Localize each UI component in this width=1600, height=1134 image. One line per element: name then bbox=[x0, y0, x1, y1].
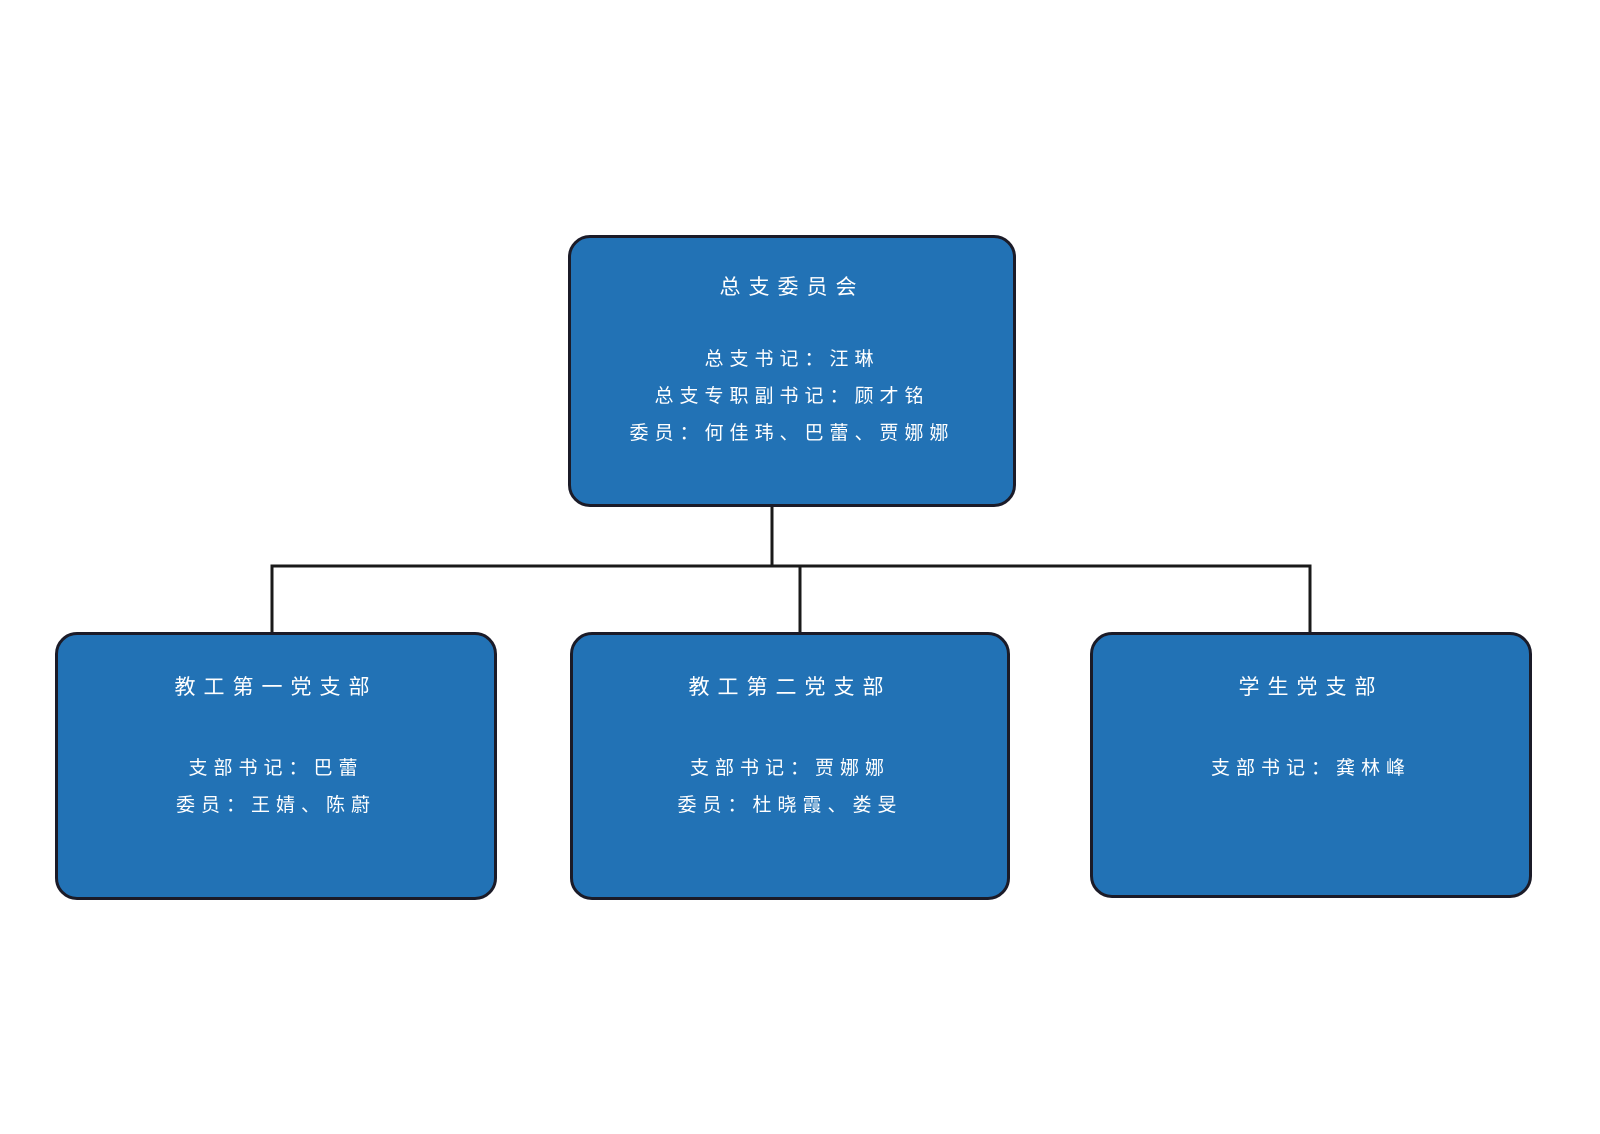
node-detail-line: 支部书记：龚林峰 bbox=[1210, 758, 1411, 779]
node-detail-lines: 支部书记：龚林峰 bbox=[1093, 750, 1529, 787]
node-detail-line: 委员：杜晓霞、娄旻 bbox=[677, 795, 903, 816]
node-detail-line: 支部书记：巴蕾 bbox=[188, 758, 364, 779]
org-node-student-party-branch: 学生党支部 支部书记：龚林峰 bbox=[1090, 632, 1532, 898]
org-node-general-branch-committee: 总支委员会 总支书记：汪琳 总支专职副书记：顾才铭 委员：何佳玮、巴蕾、贾娜娜 bbox=[568, 235, 1016, 507]
org-node-faculty-second-party-branch: 教工第二党支部 支部书记：贾娜娜 委员：杜晓霞、娄旻 bbox=[570, 632, 1010, 900]
node-detail-lines: 支部书记：贾娜娜 委员：杜晓霞、娄旻 bbox=[573, 750, 1007, 824]
node-detail-line: 委员：何佳玮、巴蕾、贾娜娜 bbox=[629, 423, 955, 444]
node-detail-lines: 总支书记：汪琳 总支专职副书记：顾才铭 委员：何佳玮、巴蕾、贾娜娜 bbox=[571, 341, 1013, 452]
node-title: 教工第二党支部 bbox=[688, 676, 892, 699]
node-detail-line: 总支书记：汪琳 bbox=[704, 349, 880, 370]
org-node-faculty-first-party-branch: 教工第一党支部 支部书记：巴蕾 委员：王婧、陈蔚 bbox=[55, 632, 497, 900]
node-detail-line: 总支专职副书记：顾才铭 bbox=[654, 386, 930, 407]
node-detail-line: 委员：王婧、陈蔚 bbox=[175, 795, 376, 816]
node-detail-lines: 支部书记：巴蕾 委员：王婧、陈蔚 bbox=[58, 750, 494, 824]
node-title: 学生党支部 bbox=[1238, 676, 1384, 699]
node-detail-line: 支部书记：贾娜娜 bbox=[689, 758, 890, 779]
node-title: 教工第一党支部 bbox=[174, 676, 378, 699]
node-title: 总支委员会 bbox=[719, 276, 865, 299]
